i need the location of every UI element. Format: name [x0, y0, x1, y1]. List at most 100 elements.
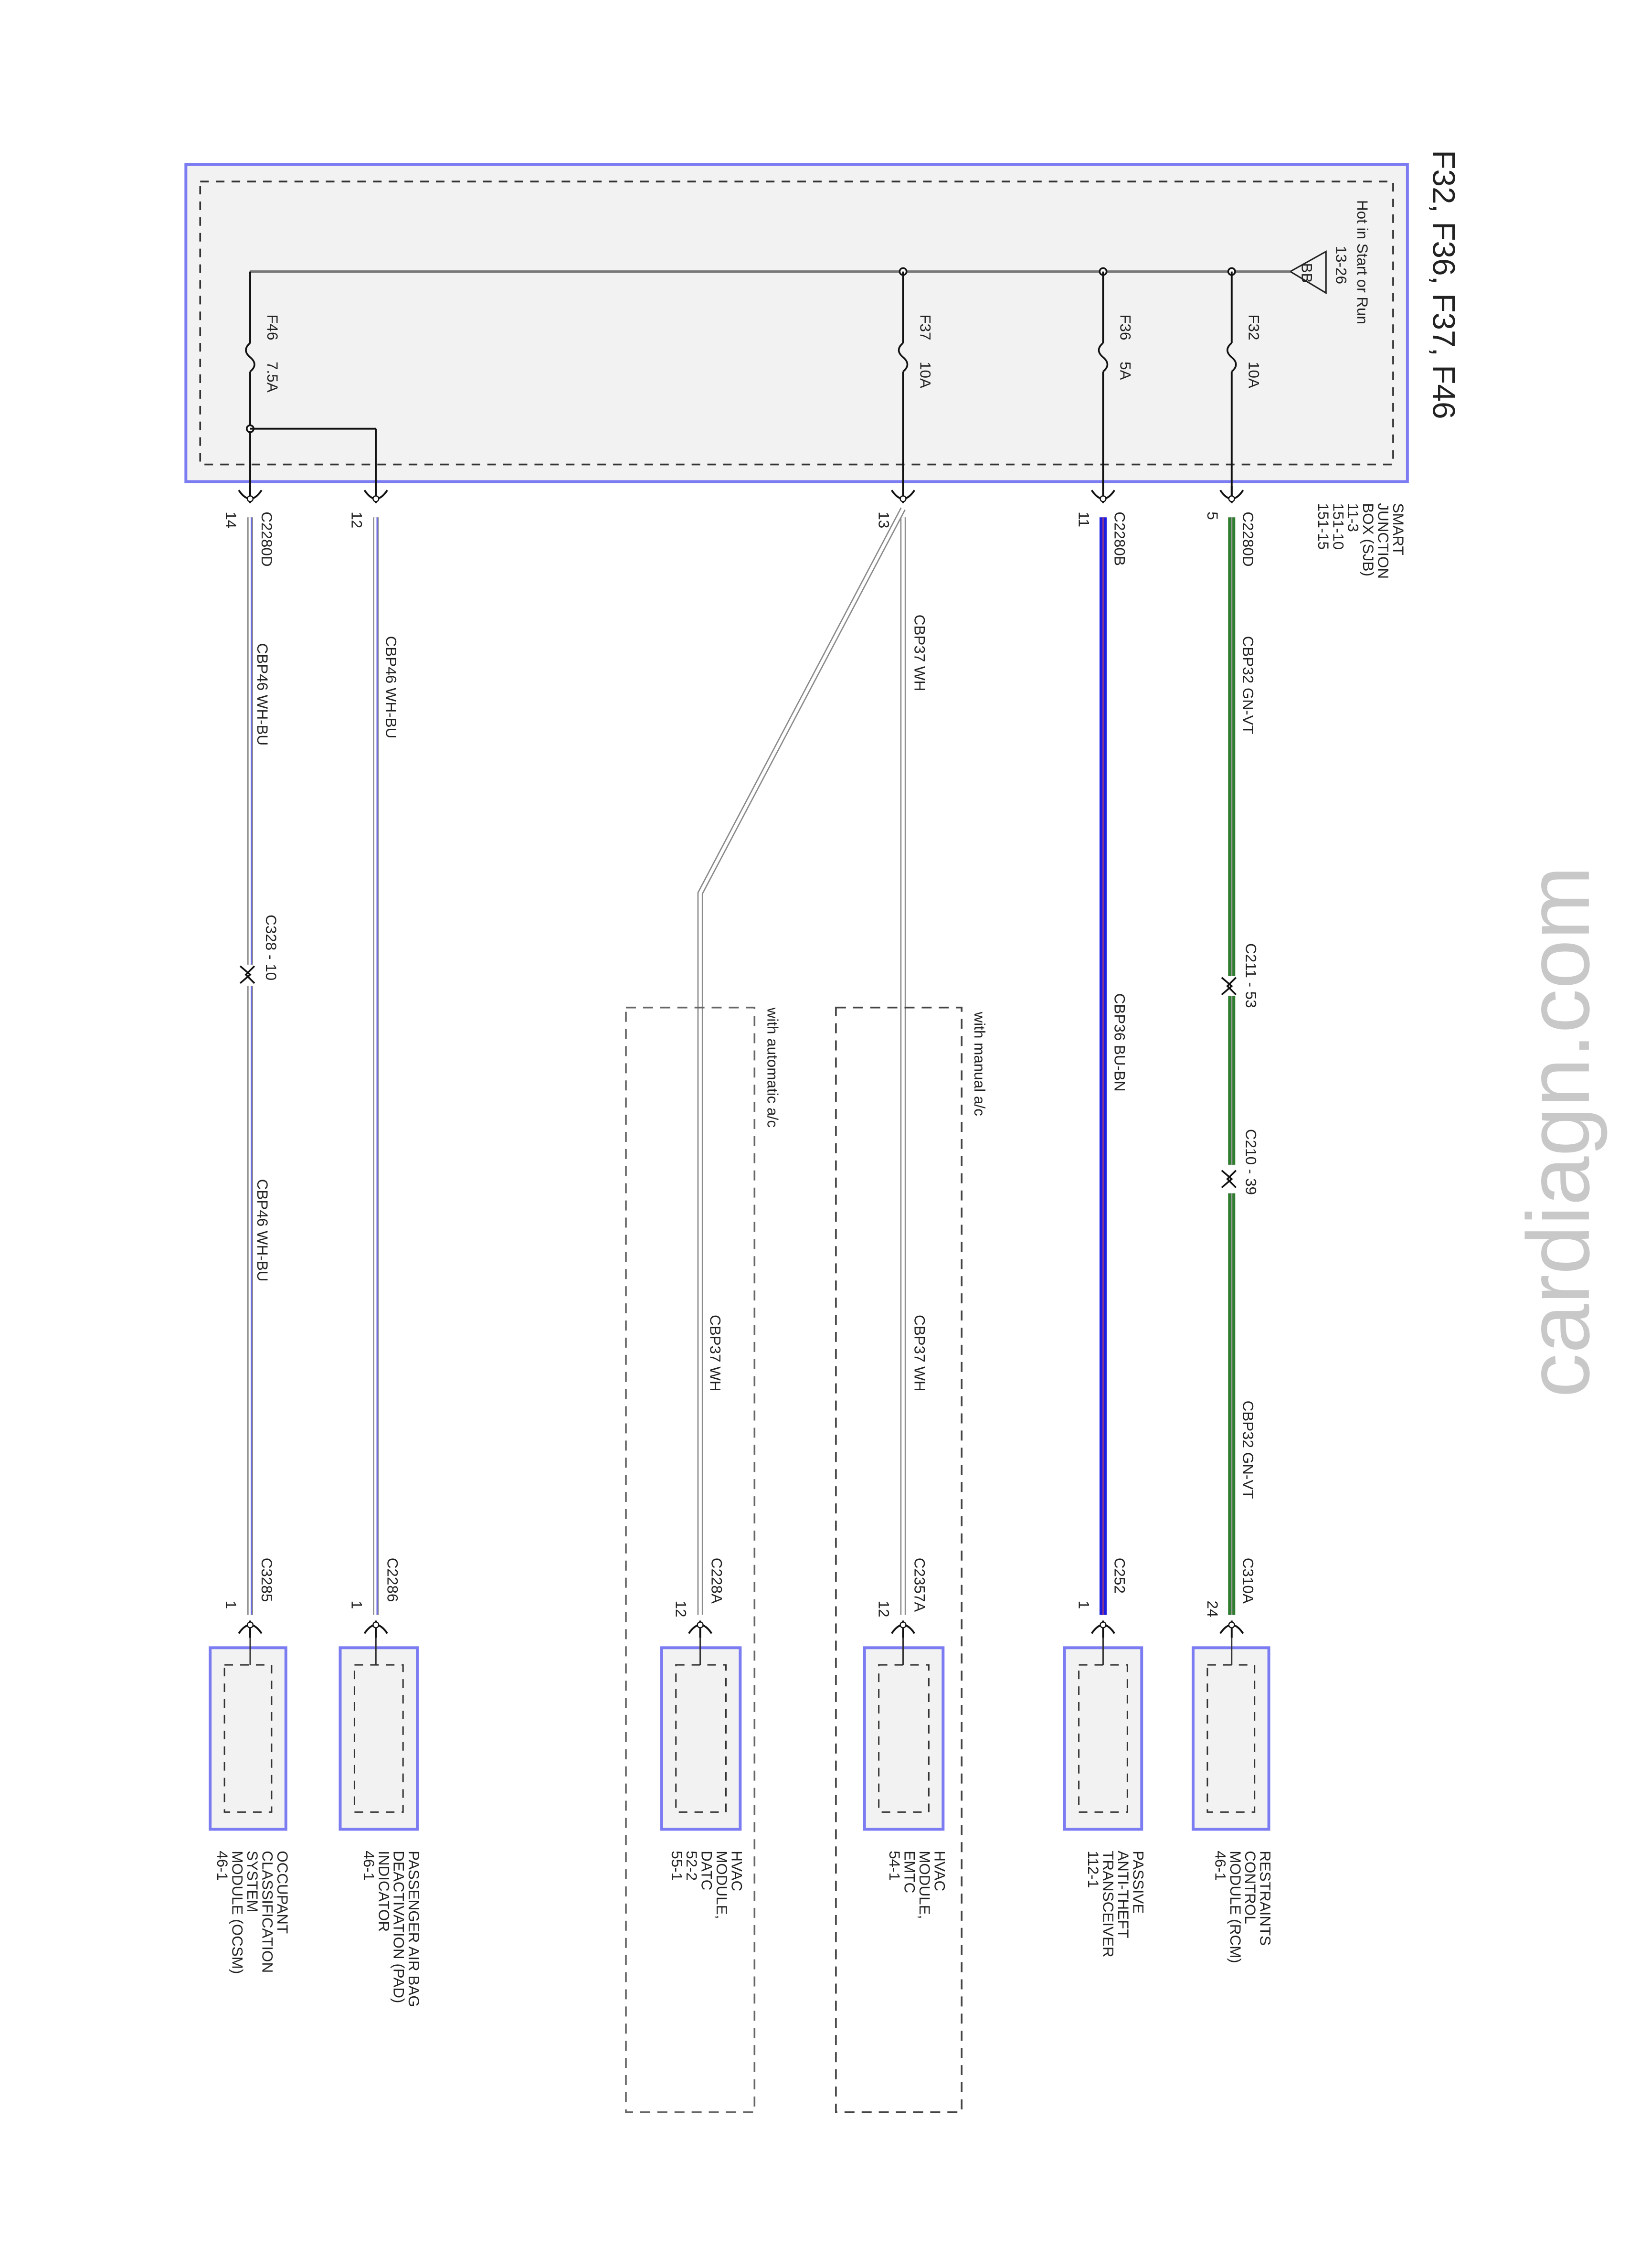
- wire-label-cbp36: CBP36 BU-BN: [1111, 993, 1128, 1092]
- connector-c210: [1221, 1170, 1237, 1189]
- sjb-label-line: BOX (SJB): [1360, 503, 1376, 576]
- fuse-f46-icon: [245, 342, 255, 373]
- module-connector-pin-pin: [1100, 1621, 1107, 1629]
- hvac-module-emtc-label-line: EMTC: [901, 1851, 918, 1893]
- automatic-ac-label: with automatic a/c: [764, 1007, 781, 1128]
- restraints-control-module-label-line: 46-1: [1212, 1851, 1228, 1881]
- fuse-f36-icon: [1098, 342, 1109, 373]
- hvac-module-emtc-label-line: 54-1: [886, 1851, 903, 1881]
- sjb-connector-label: C2280D: [1240, 511, 1257, 566]
- pad-indicator-label-line: DEACTIVATION (PAD): [391, 1851, 407, 2003]
- module-connector-pin-pin: [372, 1621, 380, 1629]
- passive-anti-theft-transceiver: [1063, 1646, 1143, 1831]
- bus-bb-label: BB: [1298, 263, 1315, 283]
- pad-indicator-label-line: INDICATOR: [375, 1851, 392, 1932]
- ocsm-label-line: MODULE (OCSM): [229, 1851, 246, 1974]
- passive-anti-theft-transceiver-label-line: ANTI-THEFT: [1115, 1851, 1132, 1938]
- bus-bb-triangle-icon: [1289, 250, 1327, 295]
- connector-c210-label: C210 - 39: [1243, 1129, 1259, 1195]
- restraints-control-module-label-line: MODULE (RCM): [1227, 1851, 1244, 1963]
- pad-indicator-internal: [353, 1664, 404, 1813]
- ocsm-label-line: CLASSIFICATION: [259, 1851, 275, 1973]
- manual-ac-label: with manual a/c: [971, 1012, 988, 1116]
- ocsm-label-line: OCCUPANT: [274, 1851, 291, 1934]
- wire-label-cbp46: CBP46 WH-BU: [254, 643, 271, 746]
- fuse-name: F46: [264, 314, 281, 340]
- hot-in-start-or-run-label: Hot in Start or Run: [1354, 200, 1371, 324]
- fuse-rating: 10A: [1246, 362, 1262, 388]
- sjb-pin-label: 13: [876, 511, 892, 528]
- fuse-name: F36: [1117, 314, 1133, 340]
- watermark: cardiagn.com: [1509, 866, 1608, 1398]
- sjb-connector-pin-pin: [372, 495, 380, 502]
- restraints-control-module-label-line: CONTROL: [1242, 1851, 1259, 1924]
- sjb-connector-pin-pin: [1100, 495, 1107, 502]
- hvac-module-datc-label-line: DATC: [698, 1851, 715, 1890]
- sjb-pin-label: 5: [1204, 511, 1221, 520]
- wire-label-cbp32: CBP32 GN-VT: [1240, 1401, 1257, 1499]
- sjb-pin-label: 11: [1076, 511, 1092, 527]
- wire-label-cbp32: CBP32 GN-VT: [1240, 636, 1257, 735]
- ocsm-internal: [223, 1664, 273, 1813]
- smart-junction-box: [184, 163, 1409, 483]
- wire-label-cbp37: CBP37 WH: [911, 615, 928, 692]
- passive-anti-theft-transceiver-label-line: PASSIVE: [1130, 1851, 1146, 1914]
- diagram-title: F32, F36, F37, F46: [1427, 150, 1462, 419]
- hvac-module-emtc-label-line: MODULE,: [916, 1851, 933, 1919]
- module-connector-label: C3285: [258, 1558, 275, 1602]
- hvac-module-datc-label-line: HVAC: [728, 1851, 745, 1891]
- hvac-module-datc-internal: [675, 1664, 727, 1813]
- pad-indicator-label-line: 46-1: [360, 1851, 377, 1881]
- passive-anti-theft-transceiver-label-line: 112-1: [1085, 1851, 1101, 1888]
- restraints-control-module: [1192, 1646, 1270, 1831]
- fuse-f32-icon: [1227, 342, 1237, 373]
- ocsm-label-line: 46-1: [214, 1851, 231, 1881]
- sjb-label-line: JUNCTION: [1375, 503, 1392, 579]
- hvac-module-emtc: [863, 1646, 945, 1831]
- module-pin-label: 1: [348, 1601, 365, 1609]
- sjb-connector-label: C2280D: [258, 511, 275, 566]
- module-connector-pin-pin: [899, 1621, 907, 1629]
- sjb-label-line: 151-10: [1330, 503, 1346, 550]
- sjb-pin-label: 14: [222, 511, 239, 528]
- sjb-label-line: 151-15: [1315, 503, 1332, 550]
- ocsm-label-line: SYSTEM: [244, 1851, 261, 1912]
- fuse-rating: 5A: [1117, 362, 1133, 380]
- automatic-ac-option-box: [625, 1006, 756, 2113]
- pad-indicator-label-line: PASSENGER AIR BAG: [405, 1851, 422, 2007]
- wire-label-cbp46: CBP46 WH-BU: [254, 1179, 271, 1282]
- sjb-connector-label: C2280B: [1111, 511, 1128, 566]
- module-pin-label: 1: [1076, 1601, 1092, 1609]
- fuse-name: F32: [1246, 314, 1262, 340]
- fuse-rating: 10A: [917, 362, 933, 388]
- fuse-name: F37: [917, 314, 933, 340]
- hvac-module-emtc-internal: [878, 1664, 930, 1813]
- wire-cbp37-datc-core: [698, 508, 905, 1615]
- hvac-module-datc: [660, 1646, 742, 1831]
- wire-label-cbp46: CBP46 WH-BU: [382, 636, 399, 739]
- sjb-connector-pin-pin: [899, 495, 907, 502]
- fuse-rating: 7.5A: [264, 362, 281, 393]
- module-connector-pin-pin: [1228, 1621, 1235, 1629]
- sjb-label-line: 11-3: [1345, 503, 1362, 532]
- module-connector-pin-pin: [246, 1621, 254, 1629]
- connector-c328: [239, 965, 255, 984]
- bus-ref-label: 13-26: [1333, 246, 1349, 284]
- sjb-connector-pin-pin: [246, 495, 254, 502]
- connector-c328-label: C328 - 10: [263, 915, 279, 980]
- module-connector-label: C2357A: [911, 1558, 928, 1612]
- connector-c211-label: C211 - 53: [1243, 943, 1259, 1008]
- module-connector-label: C252: [1111, 1558, 1128, 1594]
- wire-label-cbp37: CBP37 WH: [911, 1315, 928, 1392]
- module-connector-label: C2286: [384, 1558, 401, 1602]
- passive-anti-theft-transceiver-label-line: TRANSCEIVER: [1100, 1851, 1116, 1957]
- restraints-control-module-label-line: RESTRAINTS: [1257, 1851, 1274, 1946]
- module-pin-label: 12: [673, 1601, 689, 1618]
- module-connector-label: C228A: [709, 1558, 725, 1604]
- module-connector-label: C310A: [1240, 1558, 1257, 1604]
- fuse-f37-icon: [898, 342, 909, 373]
- module-connector-pin-pin: [697, 1621, 704, 1629]
- sjb-pin-label: 12: [348, 511, 365, 528]
- wire-label-cbp37: CBP37 WH: [707, 1315, 724, 1392]
